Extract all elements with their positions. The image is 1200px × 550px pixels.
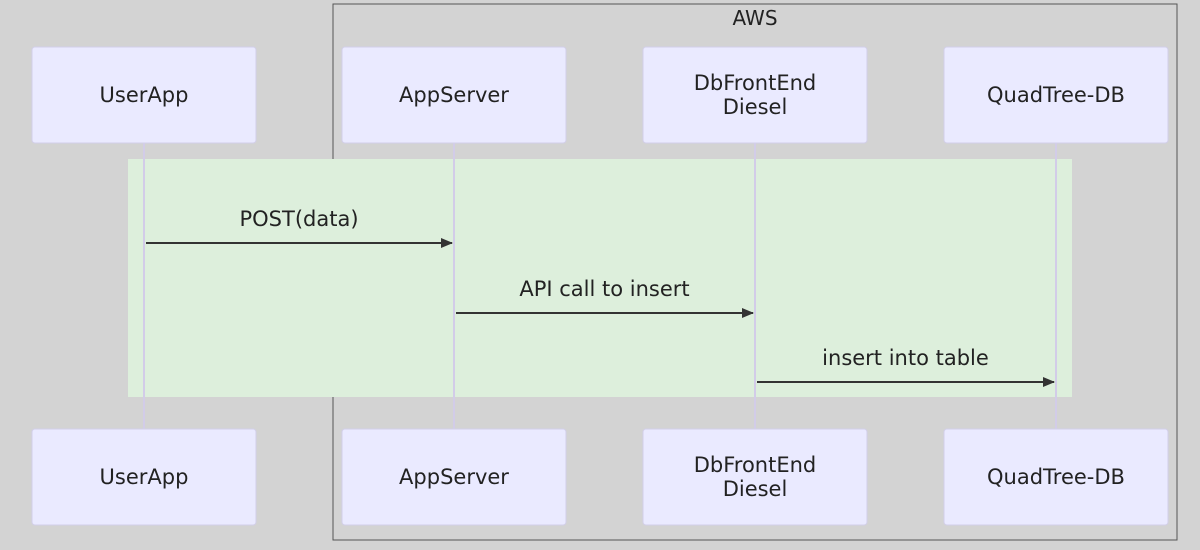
participant-appserver-bottom: AppServer (341, 428, 567, 526)
participant-label: AppServer (399, 465, 509, 489)
participant-box (341, 46, 567, 144)
participant-label: UserApp (100, 465, 189, 489)
participant-label: UserApp (100, 83, 189, 107)
participant-quadtree-top: QuadTree-DB (943, 46, 1169, 144)
participant-box (642, 428, 868, 526)
highlight-region (128, 159, 1072, 397)
message-label: API call to insert (519, 277, 689, 301)
participant-quadtree-bottom: QuadTree-DB (943, 428, 1169, 526)
participant-box (341, 428, 567, 526)
participant-label: QuadTree-DB (987, 465, 1125, 489)
participant-userapp-bottom: UserApp (31, 428, 257, 526)
message-label: insert into table (822, 346, 989, 370)
message-3: insert into table (757, 346, 1055, 387)
participant-box (31, 46, 257, 144)
message-2: API call to insert (456, 277, 754, 318)
participant-label: DbFrontEnd (694, 71, 817, 95)
participant-label: DbFrontEnd (694, 453, 817, 477)
participant-label: QuadTree-DB (987, 83, 1125, 107)
participant-userapp-top: UserApp (31, 46, 257, 144)
participant-box (642, 46, 868, 144)
aws-group-label: AWS (732, 6, 777, 30)
participant-box (943, 428, 1169, 526)
participant-box (943, 46, 1169, 144)
message-label: POST(data) (239, 207, 358, 231)
participant-label: AppServer (399, 83, 509, 107)
participant-label: Diesel (723, 477, 788, 501)
participant-label: Diesel (723, 95, 788, 119)
message-1: POST(data) (146, 207, 453, 248)
participant-appserver-top: AppServer (341, 46, 567, 144)
participant-box (31, 428, 257, 526)
